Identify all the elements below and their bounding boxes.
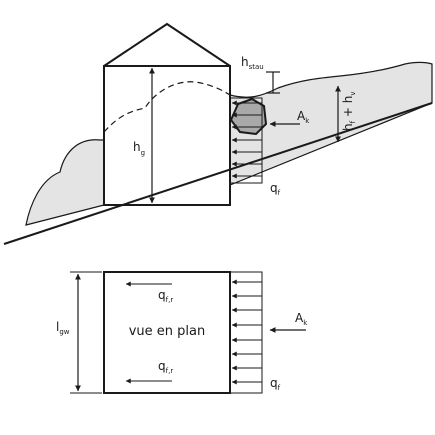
- qf-envelope: [230, 97, 263, 184]
- ground-line: [3, 102, 433, 245]
- plan-building: [103, 271, 231, 394]
- qf-plan-label: qf: [270, 376, 281, 392]
- hfhv-label: hf + hv: [341, 91, 357, 131]
- section-view: hg hstau hf + hv Ak qf: [3, 22, 433, 245]
- building-roof: [103, 22, 231, 67]
- snow-drift-slope: [229, 61, 433, 186]
- qfr-top-label: qf,r: [158, 288, 173, 304]
- qf-label: qf: [270, 181, 281, 197]
- qfr-bottom-label: qf,r: [158, 359, 173, 375]
- plan-qf-load-diagram: [230, 271, 263, 394]
- plan-view-label: vue en plan: [129, 324, 206, 339]
- hstau-label: hstau: [241, 55, 264, 71]
- ak-label: Ak: [297, 109, 310, 125]
- ak-plan-label: Ak: [295, 311, 308, 327]
- snow-block: [229, 97, 268, 136]
- lgw-label: lgw: [56, 320, 70, 336]
- snow-line-dashed: [103, 81, 231, 133]
- building-body: [103, 65, 231, 206]
- plan-view: lgw vue en plan qf,r qf,r Ak qf: [56, 271, 308, 394]
- plan-qf-envelope: [230, 271, 263, 394]
- hg-label: hg: [133, 140, 145, 157]
- qf-load-diagram: [230, 97, 263, 184]
- snow-deposit: [25, 139, 105, 226]
